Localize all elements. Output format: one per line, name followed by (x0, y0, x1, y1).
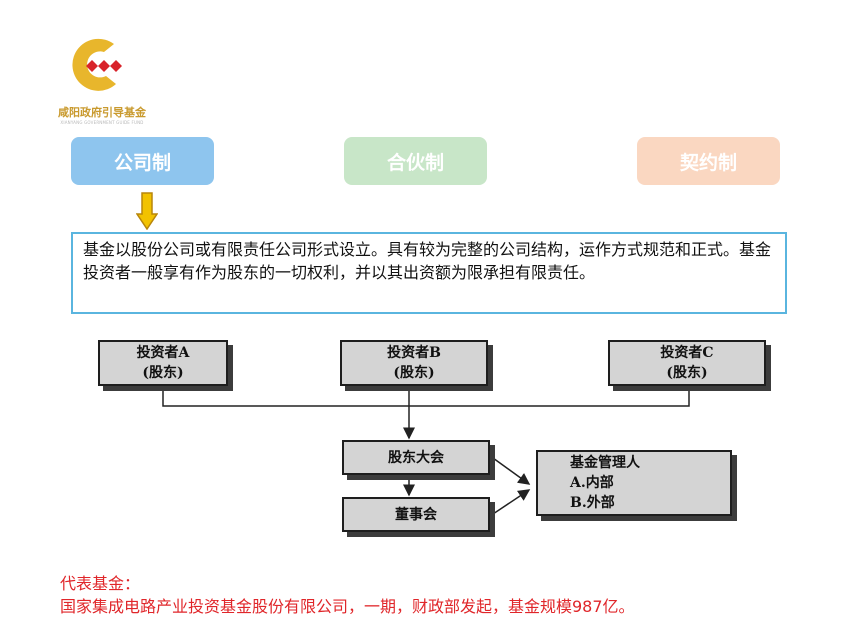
tab-contract[interactable]: 契约制 (637, 137, 780, 185)
investor-c-node: 投资者C (股东) (608, 340, 766, 386)
fund-manager-item-internal: A.内部 (570, 475, 614, 491)
brand-subtitle: XIANYANG GOVERNMENT GUIDE FUND (60, 120, 144, 125)
investor-c-label: 投资者C (660, 345, 714, 361)
board-node: 董事会 (342, 497, 490, 532)
arrow-down-icon (136, 192, 158, 230)
brand-logo: 咸阳政府引导基金 XIANYANG GOVERNMENT GUIDE FUND (52, 30, 152, 130)
investor-b-node: 投资者B (股东) (340, 340, 488, 386)
tab-company[interactable]: 公司制 (71, 137, 214, 185)
investor-b-role: (股东) (393, 365, 435, 381)
tab-partnership[interactable]: 合伙制 (344, 137, 487, 185)
fund-manager-title: 基金管理人 (570, 455, 640, 471)
investor-a-label: 投资者A (136, 345, 190, 361)
fund-manager-item-external: B.外部 (570, 495, 615, 511)
investor-b-label: 投资者B (387, 345, 441, 361)
shareholders-meeting-node: 股东大会 (342, 440, 490, 475)
investor-c-role: (股东) (666, 365, 708, 381)
representative-fund: 代表基金： 国家集成电路产业投资基金股份有限公司，一期，财政部发起，基金规模98… (60, 572, 840, 618)
org-chart: 投资者A (股东) 投资者B (股东) 投资者C (股东) 股东大会 董事会 基… (78, 330, 778, 545)
representative-fund-label: 代表基金： (60, 574, 141, 593)
investor-a-node: 投资者A (股东) (98, 340, 228, 386)
description-box: 基金以股份公司或有限责任公司形式设立。具有较为完整的公司结构，运作方式规范和正式… (71, 232, 787, 314)
representative-fund-text: 国家集成电路产业投资基金股份有限公司，一期，财政部发起，基金规模987亿。 (60, 597, 635, 616)
investor-a-role: (股东) (142, 365, 184, 381)
brand-logo-mark (72, 38, 122, 91)
org-chart-connectors (162, 386, 690, 515)
fund-manager-node: 基金管理人 A.内部 B.外部 (536, 450, 732, 516)
brand-name: 咸阳政府引导基金 (58, 106, 146, 119)
